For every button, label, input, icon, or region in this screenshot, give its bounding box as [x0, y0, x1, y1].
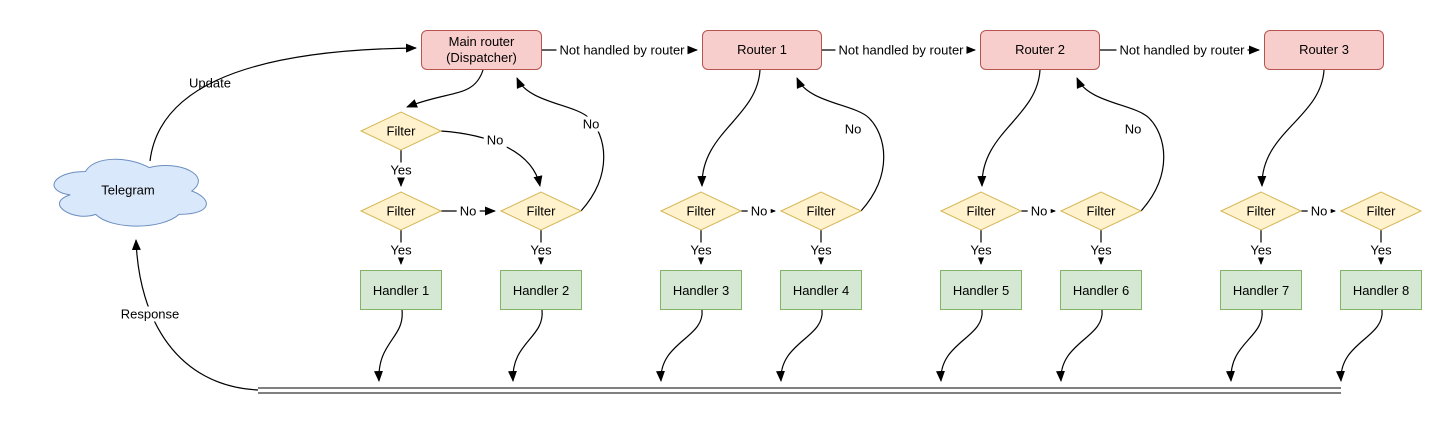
- edge-filter6-no-return-to-router2: [1076, 77, 1165, 212]
- filter-label-4: Filter: [806, 203, 836, 219]
- not-handled-by-router-label-0: Not handled by router: [556, 42, 688, 58]
- filter-label-3: Filter: [686, 203, 716, 219]
- edge-handler3-to-response-line: [656, 309, 703, 382]
- filter-diamond-3: [659, 191, 743, 231]
- filter-label-2: Filter: [526, 203, 556, 219]
- not-handled-by-router-label-1: Not handled by router: [835, 42, 967, 58]
- edge-router2-to-filter5: [977, 69, 1041, 187]
- edge-handler5-to-response-line: [936, 309, 983, 382]
- yes-label-8: Yes: [1367, 242, 1395, 258]
- yes-label-4: Yes: [807, 242, 835, 258]
- handler-6-node: Handler 6: [1060, 270, 1142, 310]
- edge-handler7-to-response-line: [1226, 309, 1263, 382]
- filter-diamond-5: [939, 191, 1023, 231]
- edge-filter4-no-return-to-router1: [796, 77, 885, 212]
- response-label: Response: [117, 306, 183, 322]
- handler-2-node: Handler 2: [500, 270, 582, 310]
- not-handled-by-router-label-2: Not handled by router: [1116, 42, 1248, 58]
- handler-8-node: Handler 8: [1340, 270, 1422, 310]
- no-label-1: No: [456, 203, 480, 219]
- router-2-node: Router 2: [980, 30, 1100, 70]
- filter-diamond-6: [1059, 191, 1143, 231]
- filter-diamond-0: [359, 111, 443, 151]
- handler-5-node: Handler 5: [940, 270, 1022, 310]
- filter-diamond-2: [499, 191, 583, 231]
- yes-label-7: Yes: [1247, 242, 1275, 258]
- filter-label-6: Filter: [1086, 203, 1116, 219]
- edge-router3-to-filter7: [1257, 69, 1325, 187]
- edge-dispatcher-to-filter0: [406, 69, 484, 108]
- filter-diamond-7: [1219, 191, 1303, 231]
- no-label-2: No: [579, 116, 603, 132]
- filter-diamond-1: [359, 191, 443, 231]
- no-label-3: No: [747, 203, 771, 219]
- router-3-node: Router 3: [1264, 30, 1384, 70]
- filter-label-7: Filter: [1246, 203, 1276, 219]
- filter-diamond-4: [779, 191, 863, 231]
- yes-label-5: Yes: [967, 242, 995, 258]
- update-label: Update: [189, 75, 231, 91]
- edge-handler8-to-response-line: [1336, 309, 1383, 382]
- handler-3-node: Handler 3: [660, 270, 742, 310]
- yes-label-1: Yes: [387, 242, 415, 258]
- telegram-label: Telegram: [101, 182, 155, 198]
- filter-label-5: Filter: [966, 203, 996, 219]
- yes-label-6: Yes: [1087, 242, 1115, 258]
- yes-label-0: Yes: [387, 162, 415, 178]
- edge-router1-to-filter3: [697, 69, 761, 187]
- edge-filter2-no-return-to-dispatcher: [516, 77, 605, 212]
- filter-diamond-8: [1339, 191, 1423, 231]
- edge-handler6-to-response-line: [1056, 309, 1103, 382]
- telegram-cloud: [53, 158, 207, 227]
- edge-response-bus-to-telegram: [131, 239, 259, 391]
- no-label-6: No: [1121, 121, 1145, 137]
- handler-7-node: Handler 7: [1220, 270, 1302, 310]
- filter-label-8: Filter: [1366, 203, 1396, 219]
- edge-handler1-to-response-line: [374, 309, 403, 382]
- router-1-node: Router 1: [702, 30, 822, 70]
- edge-handler4-to-response-line: [776, 309, 823, 382]
- edge-handler2-to-response-line: [508, 309, 543, 382]
- handler-4-node: Handler 4: [780, 270, 862, 310]
- filter-label-1: Filter: [386, 203, 416, 219]
- handler-1-node: Handler 1: [360, 270, 442, 310]
- no-label-5: No: [1027, 203, 1051, 219]
- main-router-dispatcher-node: Main router (Dispatcher): [421, 30, 542, 70]
- yes-label-2: Yes: [527, 242, 555, 258]
- no-label-7: No: [1307, 203, 1331, 219]
- edge-update-telegram-to-dispatcher: [149, 43, 417, 162]
- yes-label-3: Yes: [687, 242, 715, 258]
- no-label-4: No: [841, 121, 865, 137]
- no-label-0: No: [483, 132, 507, 148]
- filter-label-0: Filter: [386, 123, 416, 139]
